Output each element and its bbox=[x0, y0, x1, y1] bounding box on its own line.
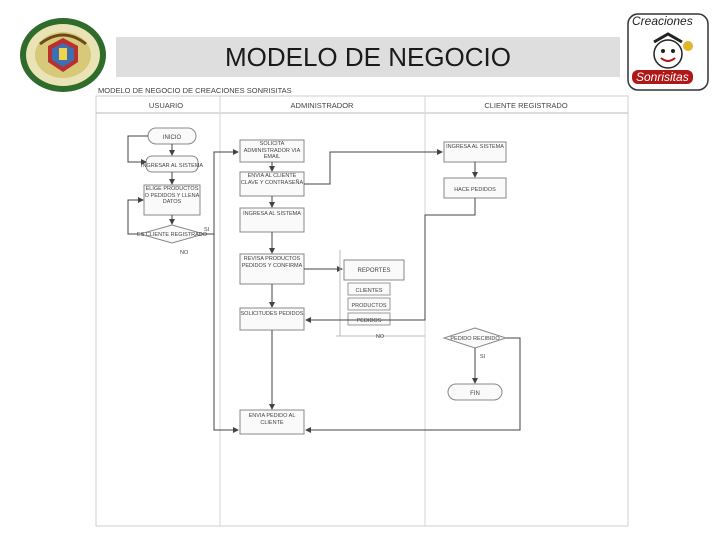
cliente-registrado-decision-label: ES CLIENTE REGISTRADO bbox=[137, 232, 208, 238]
reporte-pedidos-label: PEDIDOS bbox=[357, 318, 382, 324]
reporte-clientes bbox=[347, 282, 391, 296]
solicitudes-pedidos-label: SOLICITUDES PEDIDOS bbox=[240, 311, 304, 317]
lane-header-usuario: USUARIO bbox=[149, 101, 183, 110]
elegir-productos-step bbox=[143, 184, 201, 216]
elegir-productos-fo: ELIGE PRODUCTOS O PEDIDOS Y LLENA DATOS bbox=[144, 186, 200, 205]
envia-clave-step bbox=[239, 171, 305, 197]
admin-ingresa-step bbox=[239, 207, 305, 233]
elegir-productos-label: ELIGE PRODUCTOS O PEDIDOS Y LLENA DATOS bbox=[144, 186, 200, 205]
university-seal-logo bbox=[20, 18, 106, 92]
reporte-productos bbox=[347, 297, 391, 311]
admin-ingresa-label: INGRESA AL SISTEMA bbox=[243, 211, 301, 217]
end-terminal bbox=[447, 383, 503, 401]
reporte-pedidos bbox=[347, 312, 391, 326]
envia-pedido-step bbox=[239, 409, 305, 435]
reportes-box bbox=[343, 259, 405, 281]
reportes-label: REPORTES bbox=[358, 268, 391, 274]
cliente-ingresa-label: INGRESA AL SISTEMA bbox=[446, 144, 504, 150]
solicita-admin-label: SOLICITA ADMINISTRADOR VIA EMAIL bbox=[243, 141, 301, 160]
revisa-productos-step bbox=[239, 253, 305, 285]
slide-title: MODELO DE NEGOCIO bbox=[224, 41, 512, 72]
envia-pedido-fo: ENVIA PEDIDO AL CLIENTE bbox=[248, 413, 296, 426]
solicitudes-pedidos-fo: SOLICITUDES PEDIDOS bbox=[240, 311, 304, 317]
reporte-productos-label: PRODUCTOS bbox=[351, 303, 386, 309]
pedido-recibido-decision-label: PEDIDO RECIBIDO bbox=[450, 336, 500, 342]
hace-pedidos-label: HACE PEDIDOS bbox=[454, 187, 496, 193]
logo-text-sonrisitas: Sonrisitas bbox=[632, 70, 693, 84]
lane-header-cliente-registrado: CLIENTE REGISTRADO bbox=[484, 101, 568, 110]
decision-si-label: SI bbox=[204, 227, 210, 233]
diagram-title: MODELO DE NEGOCIO DE CREACIONES SONRISIT… bbox=[98, 86, 292, 95]
reportes-no-label: NO bbox=[376, 334, 385, 340]
admin-ingresa-fo: INGRESA AL SISTEMA bbox=[243, 211, 301, 217]
logo-text-creaciones: Creaciones bbox=[632, 14, 693, 28]
cliente-registrado-decision bbox=[138, 224, 206, 244]
revisa-productos-fo: REVISA PRODUCTOS PEDIDOS Y CONFIRMA bbox=[241, 256, 303, 269]
cliente-ingresa-fo: INGRESA AL SISTEMA bbox=[446, 144, 504, 150]
reporte-clientes-label: CLIENTES bbox=[356, 288, 383, 294]
solicita-admin-fo: SOLICITA ADMINISTRADOR VIA EMAIL bbox=[243, 141, 301, 160]
envia-clave-label: ENVIA AL CLIENTE CLAVE Y CONTRASEÑA bbox=[240, 173, 304, 186]
envia-pedido-label: ENVIA PEDIDO AL CLIENTE bbox=[248, 413, 296, 426]
ingresar-step-label: INGRESAR AL SISTEMA bbox=[141, 163, 203, 169]
envia-clave-fo: ENVIA AL CLIENTE CLAVE Y CONTRASEÑA bbox=[240, 173, 304, 186]
decision-no-label: NO bbox=[180, 250, 189, 256]
slide-title-bar: MODELO DE NEGOCIO bbox=[116, 37, 620, 77]
start-terminal-label: INICIO bbox=[163, 135, 182, 141]
pedido-recibido-si-label: SI bbox=[480, 354, 486, 360]
revisa-productos-label: REVISA PRODUCTOS PEDIDOS Y CONFIRMA bbox=[241, 256, 303, 269]
end-terminal-label: FIN bbox=[470, 391, 480, 397]
lane-header-administrador: ADMINISTRADOR bbox=[291, 101, 355, 110]
